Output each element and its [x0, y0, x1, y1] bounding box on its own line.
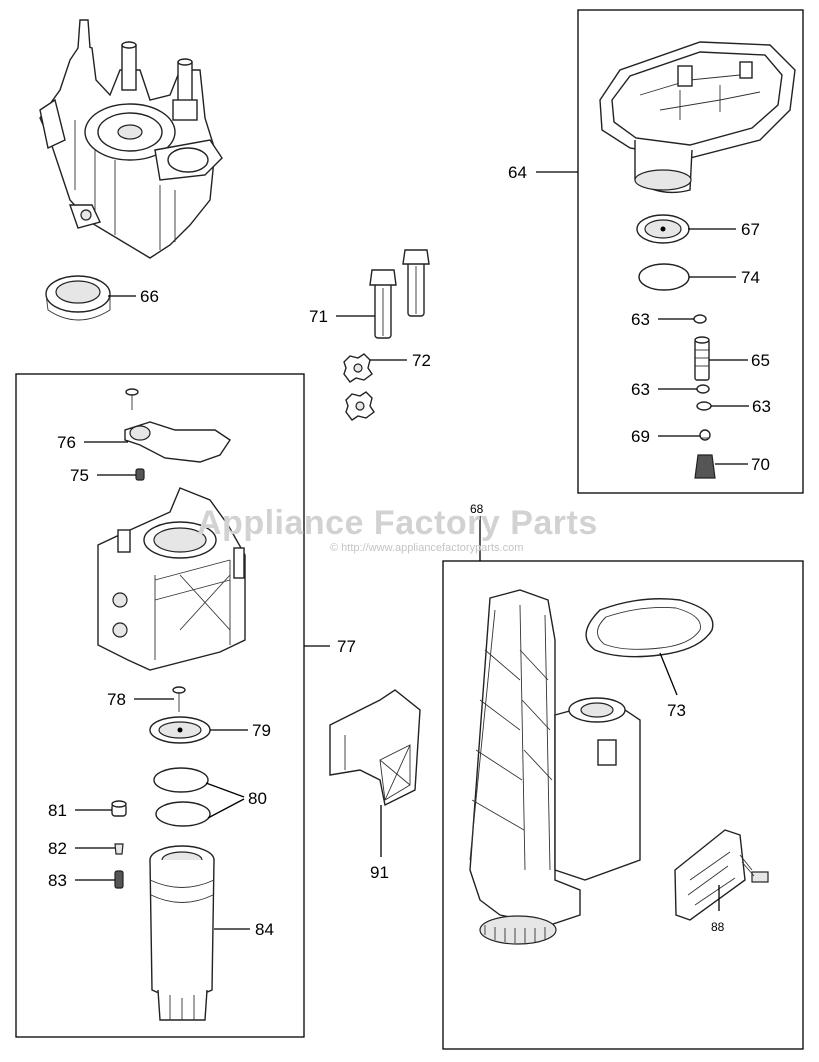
callout-75: 75	[70, 466, 89, 485]
valve-65-part	[694, 336, 710, 381]
oring-63a-part	[693, 314, 707, 324]
callout-82: 82	[48, 839, 67, 858]
gear-motor-68-part	[469, 589, 641, 945]
callout-79: 79	[252, 721, 271, 740]
gasket-66-part	[45, 275, 111, 321]
callout-67: 67	[741, 220, 760, 239]
callout-63-c: 63	[752, 397, 771, 416]
callout-78: 78	[107, 690, 126, 709]
callout-71: 71	[309, 307, 328, 326]
bracket-91-part	[329, 689, 421, 807]
callout-72: 72	[412, 351, 431, 370]
ball-69-part	[699, 429, 711, 441]
oring-63b-part	[696, 384, 710, 394]
callout-66: 66	[140, 287, 159, 306]
leader-lines	[75, 171, 749, 930]
screw-top-part	[125, 388, 139, 410]
callout-88: 88	[711, 920, 725, 934]
filter-disc-67-part	[636, 214, 690, 244]
callout-68: 68	[470, 502, 484, 516]
spring-70-part	[694, 454, 716, 479]
callout-64: 64	[508, 163, 527, 182]
piston-84-part	[149, 845, 215, 1021]
lever-76-part	[124, 421, 231, 463]
group-box-64	[577, 9, 804, 494]
group-box-77	[15, 373, 305, 1038]
oring-74-part	[638, 263, 690, 291]
belt-73-part	[585, 598, 714, 658]
callout-84: 84	[255, 920, 274, 939]
pin-82-part	[114, 843, 124, 855]
callout-80: 80	[248, 789, 267, 808]
callout-83: 83	[48, 871, 67, 890]
callout-91: 91	[370, 863, 389, 882]
callout-63-a: 63	[631, 310, 650, 329]
oring-80a-part	[153, 767, 209, 793]
callout-76: 76	[57, 433, 76, 452]
spring-83-part	[114, 870, 124, 889]
watermark-brand: Appliance Factory Parts	[197, 504, 598, 542]
screw-78-part	[172, 686, 186, 712]
pin-75-part	[135, 468, 145, 481]
callout-77: 77	[337, 637, 356, 656]
callout-63-b: 63	[631, 380, 650, 399]
oring-63c-part	[696, 401, 712, 411]
upper-housing-64-part	[599, 41, 796, 194]
callout-73: 73	[667, 701, 686, 720]
callout-69: 69	[631, 427, 650, 446]
brew-unit-77-part	[97, 487, 246, 671]
circuit-board-88-part	[674, 829, 769, 921]
filter-disc-79-part	[149, 716, 211, 744]
callout-70: 70	[751, 455, 770, 474]
group-box-68	[442, 560, 804, 1050]
oring-80b-part	[155, 801, 211, 827]
main-housing-part	[39, 19, 223, 259]
callout-65: 65	[751, 351, 770, 370]
cap-81-part	[111, 800, 127, 817]
callout-81: 81	[48, 801, 67, 820]
watermark-url: © http://www.appliancefactoryparts.com	[330, 542, 523, 554]
shaft-71-part	[369, 249, 430, 339]
gear-72-part	[343, 353, 375, 421]
callout-74: 74	[741, 268, 760, 287]
